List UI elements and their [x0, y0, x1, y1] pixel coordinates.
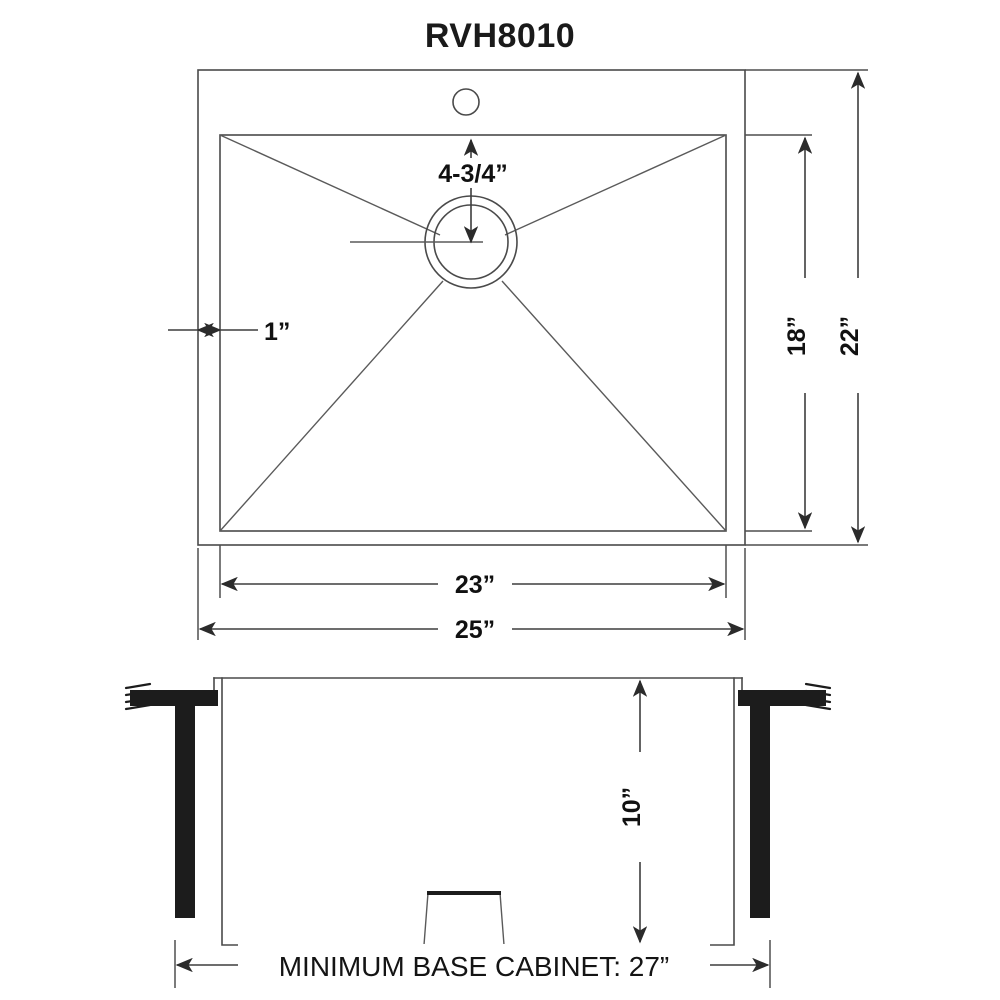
countertop-right [738, 682, 832, 711]
dimension-outer-width-label: 25” [455, 616, 495, 644]
page-title: RVH8010 [425, 17, 575, 55]
dimension-base-cabinet: MINIMUM BASE CABINET: 27” [174, 940, 771, 988]
dimension-rim-width: 1” [168, 318, 290, 346]
sink-outer-rim [197, 69, 746, 546]
dimension-drain-offset-label: 4-3/4” [438, 160, 507, 188]
dimension-outer-width: 25” [198, 611, 745, 645]
countertop-right-hatch [804, 682, 832, 711]
dimension-inner-width: 23” [220, 566, 726, 600]
faucet-hole [452, 88, 480, 116]
dimension-rim-width-label: 1” [264, 318, 290, 346]
dimension-inner-width-label: 23” [455, 571, 495, 599]
dimension-inner-height-label: 18” [783, 316, 811, 356]
dimension-bowl-depth: 10” [618, 679, 658, 944]
dimension-outer-height-label: 22” [836, 316, 864, 356]
right-extension-lines [745, 69, 868, 546]
dimension-inner-height: 18” [783, 136, 822, 530]
cabinet-wall-left [175, 706, 195, 918]
dimension-drain-offset: 4-3/4” [418, 138, 528, 244]
dimension-outer-height: 22” [836, 71, 876, 544]
drain-outlet-cap [427, 891, 501, 895]
sink-inner-bowl [219, 134, 727, 532]
countertop-left-hatch [124, 682, 152, 711]
bottom-extension-lines [197, 545, 746, 640]
dimension-base-cabinet-label: MINIMUM BASE CABINET: 27” [279, 951, 670, 982]
bowl-slope-lines [219, 134, 727, 532]
cabinet-wall-right [750, 706, 770, 918]
countertop-left [124, 682, 218, 711]
dimension-bowl-depth-label: 10” [618, 787, 646, 827]
top-view: 4-3/4” 1” 18” [168, 69, 876, 645]
side-view: 10” MINIMUM BASE CABINET: 27” [124, 677, 832, 988]
drain-outlet [423, 892, 505, 946]
